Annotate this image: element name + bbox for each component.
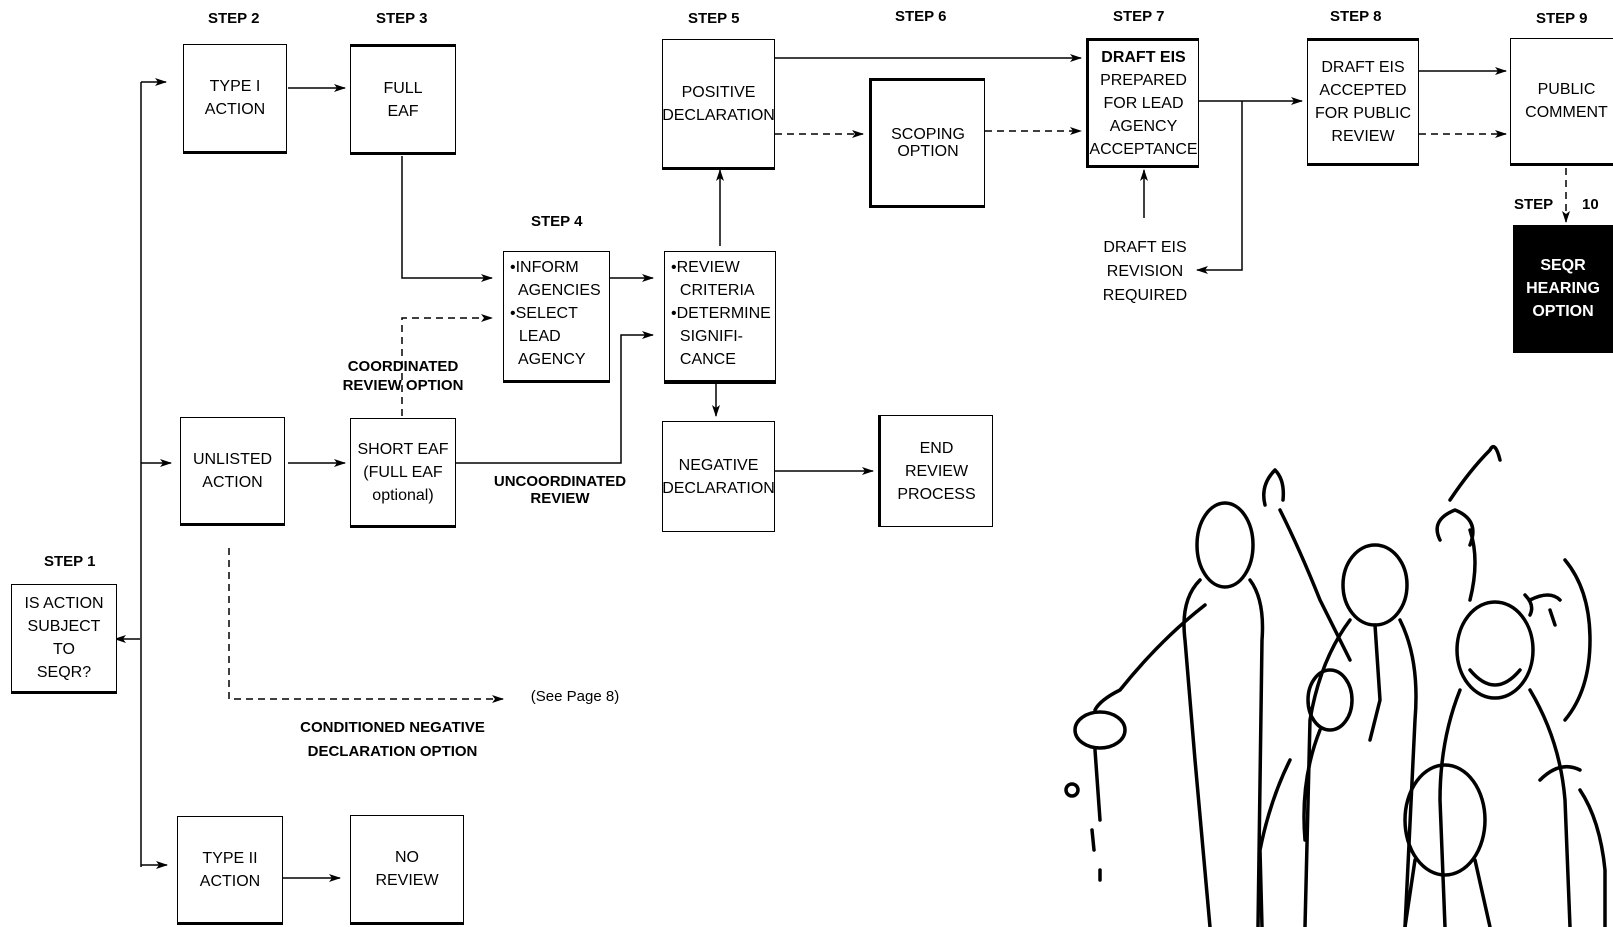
box-line: REVIEW: [1331, 128, 1395, 145]
box-line: LEAD: [510, 328, 561, 345]
box-line: CRITERIA: [671, 282, 755, 299]
label-line: REVIEW OPTION: [342, 377, 464, 394]
box-line: •INFORM: [510, 259, 579, 276]
box-line: NEGATIVE: [678, 456, 759, 474]
unlisted-action-box: UNLISTED ACTION: [180, 417, 285, 526]
revision-required-label: DRAFT EIS REVISION REQUIRED: [1090, 236, 1200, 308]
box-line: AGENCY: [510, 351, 586, 368]
inform-agencies-box: •INFORM AGENCIES •SELECT LEAD AGENCY: [503, 251, 610, 383]
label-line: DRAFT EIS: [1103, 239, 1187, 256]
box-line: TYPE II: [202, 849, 258, 867]
box-line: PREPARED: [1100, 71, 1187, 89]
box-line: SUBJECT: [27, 618, 101, 635]
draft-eis-accepted-box: DRAFT EIS ACCEPTED FOR PUBLIC REVIEW: [1307, 38, 1419, 166]
box-line: FULL: [383, 79, 423, 97]
box-line: TO: [53, 641, 75, 658]
label-line: CONDITIONED NEGATIVE: [300, 719, 485, 736]
is-action-subject-box: IS ACTION SUBJECT TO SEQR?: [11, 584, 117, 694]
box-line: NO: [395, 849, 419, 866]
step-6-label: STEP 6: [895, 8, 947, 25]
box-line: •SELECT: [510, 305, 578, 322]
negative-declaration-box: NEGATIVE DECLARATION: [662, 421, 775, 532]
box-line: DRAFT EIS: [1321, 59, 1405, 76]
box-line: •REVIEW: [671, 259, 740, 276]
positive-declaration-box: POSITIVE DECLARATION: [662, 39, 775, 170]
box-line: PUBLIC: [1537, 81, 1596, 98]
label-line: DECLARATION OPTION: [307, 743, 478, 760]
box-line: POSITIVE: [681, 83, 756, 101]
seqr-hearing-option-box: SEQR HEARING OPTION: [1513, 225, 1613, 353]
no-review-box: NO REVIEW: [350, 815, 464, 925]
box-line: OPTION: [897, 143, 959, 160]
box-line: SEQR?: [36, 664, 92, 681]
step-5-label: STEP 5: [688, 10, 740, 27]
label-line: REQUIRED: [1102, 287, 1188, 304]
label-line: UNCOORDINATED: [493, 473, 627, 490]
box-line: SCOPING: [891, 126, 965, 143]
box-line: DECLARATION: [662, 479, 775, 497]
box-line: AGENCIES: [510, 282, 601, 299]
box-line: REVIEW: [375, 872, 439, 889]
box-line: OPTION: [1532, 302, 1594, 320]
step-10-label-a: STEP: [1514, 196, 1554, 213]
box-line: CANCE: [671, 351, 736, 368]
draft-eis-box: DRAFT EIS PREPARED FOR LEAD AGENCY ACCEPTANC…: [1086, 38, 1199, 168]
box-line: COMMENT: [1525, 104, 1608, 121]
box-line: REVIEW: [904, 462, 969, 480]
type-2-action-box: TYPE II ACTION: [177, 816, 283, 925]
box-line: ACCEPTANCE: [1089, 140, 1198, 158]
box-line: AGENCY: [1109, 117, 1178, 135]
box-line: •DETERMINE: [671, 305, 771, 322]
box-line: SIGNIFI-: [671, 328, 743, 345]
box-line: (FULL EAF: [363, 463, 443, 481]
box-line: SEQR: [1540, 256, 1586, 274]
step-9-label: STEP 9: [1536, 10, 1588, 27]
box-line: DECLARATION: [662, 106, 775, 124]
box-line: optional): [372, 486, 434, 504]
full-eaf-box: FULL EAF: [350, 44, 456, 155]
step-10-label-b: 10: [1582, 196, 1599, 213]
box-line: TYPE I: [209, 78, 261, 95]
box-line: ACTION: [199, 872, 261, 890]
box-line: IS ACTION: [24, 595, 104, 612]
end-review-box: END REVIEW PROCESS: [878, 415, 993, 527]
step-2-label: STEP 2: [208, 10, 260, 27]
label-line: COORDINATED: [347, 358, 459, 375]
step-8-label: STEP 8: [1330, 8, 1382, 25]
box-line: HEARING: [1526, 279, 1600, 297]
coordinated-review-label: COORDINATED REVIEW OPTION: [338, 357, 468, 395]
box-line: ACTION: [204, 101, 266, 118]
step-1-label: STEP 1: [44, 553, 96, 570]
box-line: SHORT EAF: [357, 440, 449, 458]
step-7-label: STEP 7: [1113, 8, 1165, 25]
see-page-link: (See Page 8): [530, 688, 620, 705]
box-line: ACCEPTED: [1319, 82, 1407, 99]
box-line: EAF: [387, 102, 419, 120]
conditioned-negative-label: CONDITIONED NEGATIVE DECLARATION OPTION: [290, 716, 495, 764]
box-line: ACTION: [202, 473, 263, 491]
short-eaf-box: SHORT EAF (FULL EAF optional): [350, 418, 456, 528]
step-3-label: STEP 3: [376, 10, 428, 27]
crowd-cartoon-icon: [1064, 444, 1607, 927]
box-line: END: [919, 439, 954, 457]
box-title: DRAFT EIS: [1101, 48, 1186, 66]
box-line: PROCESS: [897, 485, 976, 503]
box-line: FOR LEAD: [1103, 94, 1184, 112]
step-4-label: STEP 4: [531, 213, 583, 230]
box-line: UNLISTED: [192, 450, 273, 468]
label-line: REVIEW: [530, 490, 590, 507]
public-comment-box: PUBLIC COMMENT: [1510, 38, 1613, 166]
type-1-action-box: TYPE I ACTION: [183, 44, 287, 154]
label-line: REVISION: [1106, 263, 1184, 280]
review-criteria-box: •REVIEW CRITERIA •DETERMINE SIGNIFI- CANC…: [664, 251, 776, 384]
box-line: FOR PUBLIC: [1314, 105, 1411, 122]
